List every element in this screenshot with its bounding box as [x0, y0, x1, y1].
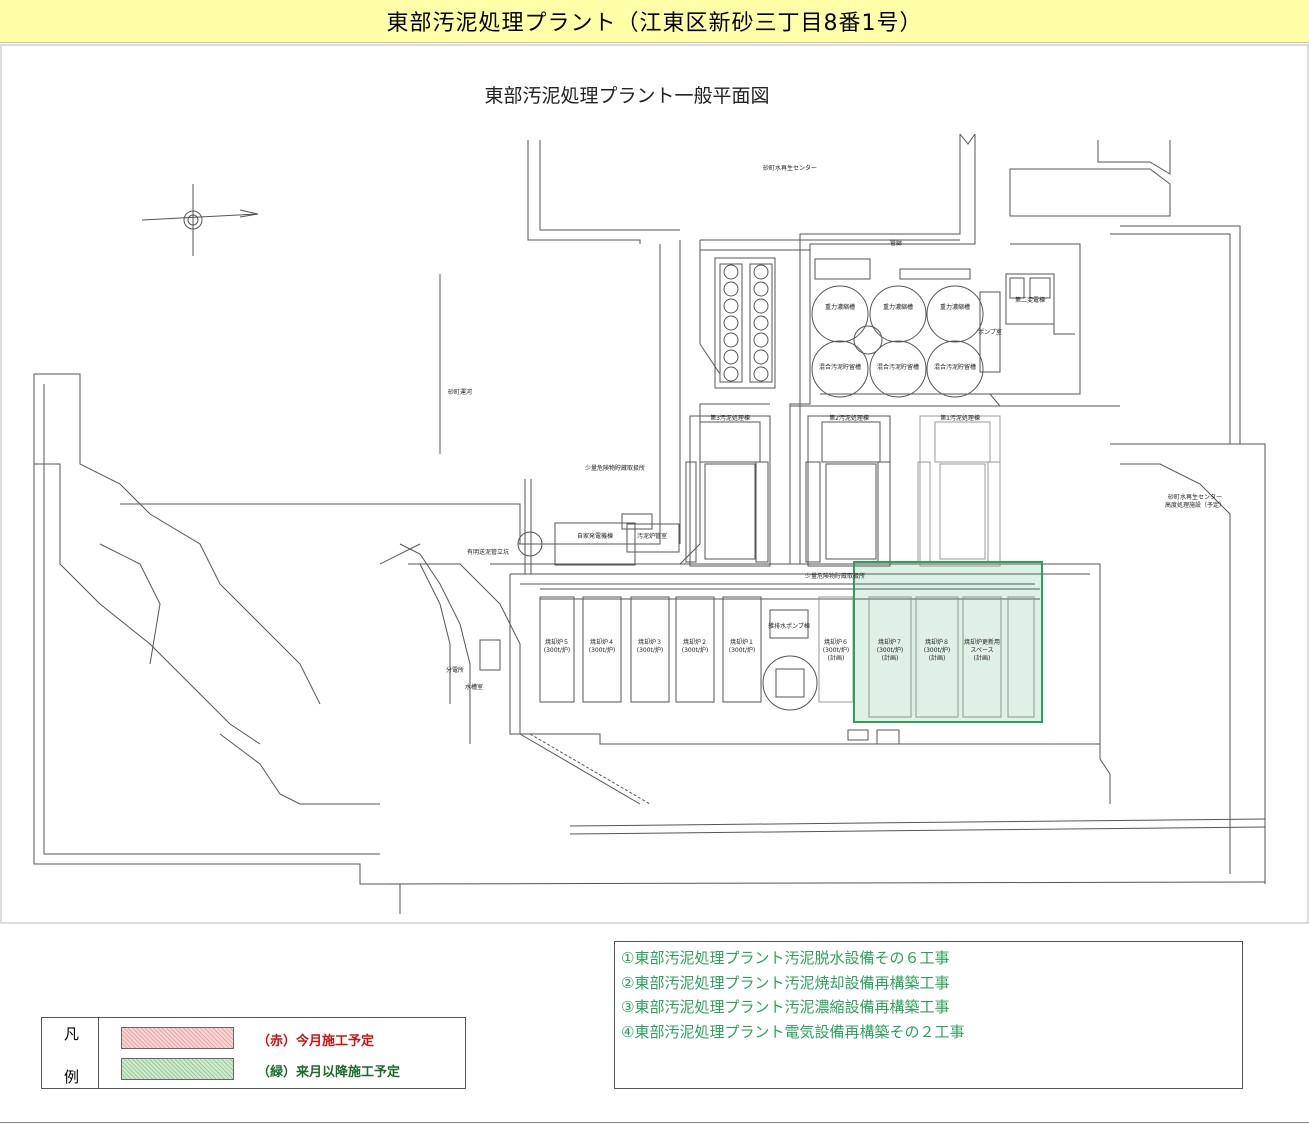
legend-header: 凡 例 [42, 1018, 99, 1088]
work-item: ③東部汚泥処理プラント汚泥濃縮設備再構築工事 [621, 998, 950, 1016]
work-item: ②東部汚泥処理プラント汚泥焼却設備再構築工事 [621, 973, 950, 992]
label-gravity1: 重力濃縮槽 [825, 303, 855, 311]
label-mix1: 混合汚泥貯留槽 [819, 363, 861, 371]
label-sludge-bldg2: 第2汚泥処理棟 [829, 414, 869, 422]
legend-label-green: （緑）来月以降施工予定 [257, 1065, 401, 1080]
future-work-area [853, 561, 1043, 723]
label-inc-space: 焼却炉更新用スペース(計画) [964, 638, 1000, 662]
label-substation2: 第二変電棟 [1015, 296, 1045, 304]
work-item: ④東部汚泥処理プラント電気設備再構築その２工事 [621, 1022, 965, 1041]
work-item: ①東部汚泥処理プラント汚泥脱水設備その６工事 [621, 949, 950, 967]
label-inc2: 焼却炉２(300t/炉) [682, 638, 709, 654]
label-gravity2: 重力濃縮槽 [883, 303, 913, 311]
legend-header-top: 凡 [64, 1025, 80, 1043]
label-gate: 分電所 [446, 666, 464, 674]
label-hazmat-store: 少量危険物貯蔵取扱所 [585, 464, 645, 472]
label-water-tank: 水槽室 [465, 683, 483, 691]
label-sludge-filter: 汚泥炉管室 [637, 532, 667, 540]
label-sunamachi-center: 砂町水再生センター [763, 164, 817, 172]
legend: 凡 例 （赤）今月施工予定 （緑）来月以降施工予定 [41, 1017, 466, 1089]
label-inc1: 焼却炉１(300t/炉) [729, 638, 756, 654]
label-kanro: 管廊 [890, 239, 902, 247]
label-mix2: 混合汚泥貯留槽 [877, 363, 919, 371]
label-sludge-bldg3: 第3汚泥処理棟 [710, 414, 750, 422]
label-mix3: 混合汚泥貯留槽 [934, 363, 976, 371]
legend-header-bottom: 例 [64, 1068, 80, 1086]
label-sunamachi-center2: 砂町水再生センター高度処理施設（予定） [1165, 493, 1225, 509]
label-power-gen: 自家発電機棟 [577, 532, 613, 540]
label-inc3: 焼却炉３(300t/炉) [637, 638, 664, 654]
plan-heading: 東部汚泥処理プラント一般平面図 [484, 85, 769, 107]
label-inc7: 焼却炉７(300t/炉)(計画) [877, 638, 904, 662]
label-tank-room: 雑排水ポンプ棟 [768, 622, 810, 630]
label-inc6: 焼却炉６(300t/炉)(計画) [823, 638, 850, 662]
label-gravity3: 重力濃縮槽 [940, 303, 970, 311]
construction-works-list: ①東部汚泥処理プラント汚泥脱水設備その６工事 ②東部汚泥処理プラント汚泥焼却設備… [614, 941, 1243, 1089]
label-pump-room: ポンプ室 [978, 328, 1002, 336]
legend-label-red: （赤）今月施工予定 [257, 1034, 375, 1049]
legend-swatch-red [121, 1027, 234, 1049]
bottom-rule [0, 1122, 1309, 1123]
label-canal: 砂町運河 [448, 388, 472, 396]
page-title: 東部汚泥処理プラント（江東区新砂三丁目8番1号） [0, 0, 1309, 43]
label-gas-well: 有明送泥管立坑 [467, 548, 509, 556]
label-inc8: 焼却炉８(300t/炉)(計画) [924, 638, 951, 662]
label-inc5: 焼却炉５(300t/炉) [544, 638, 571, 654]
label-inc4: 焼却炉４(300t/炉) [589, 638, 616, 654]
label-sludge-bldg1: 第1汚泥処理棟 [940, 414, 980, 422]
label-hazmat-store2: 少量危険物貯蔵取扱所 [805, 572, 865, 580]
site-plan-drawing: 東部汚泥処理プラント一般平面図 砂町水再生センター 砂町運河 砂町水再生センター… [0, 44, 1309, 924]
legend-swatch-green [121, 1058, 234, 1080]
